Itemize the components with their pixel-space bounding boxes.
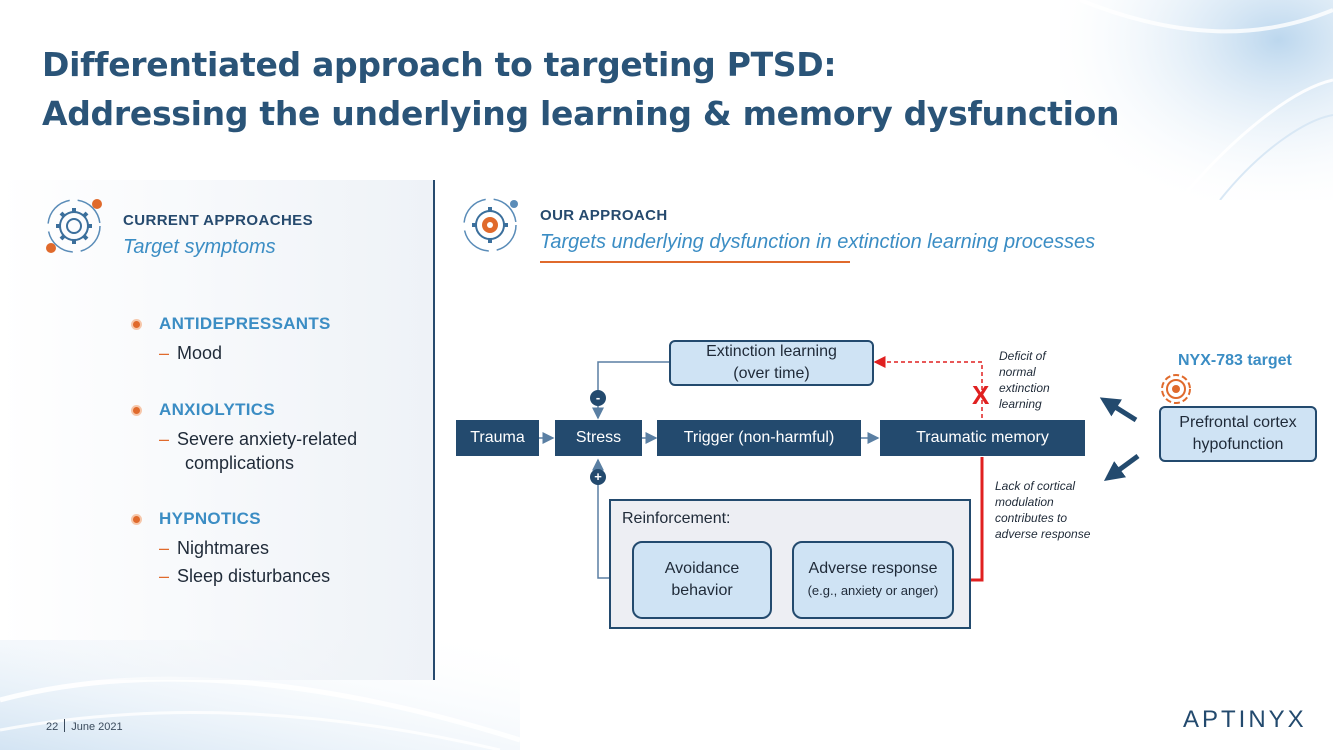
gear-icon [46,199,102,253]
slide-footer: 22 June 2021 [46,719,123,733]
list-item-label: Sleep disturbances [177,566,331,586]
stress-box: Stress [555,420,642,456]
list-item: –Nightmares [159,538,270,558]
extinction-line-1: Extinction learning [706,343,837,360]
our-approach-subtitle: Targets underlying dysfunction in extinc… [540,231,1096,253]
current-approaches-subtitle: Target symptoms [123,236,276,258]
prefrontal-line-1: Prefrontal cortex [1179,414,1297,431]
group-heading-anxiolytics: ANXIOLYTICS [159,400,276,419]
footer-separator [64,719,66,732]
list-item-continuation: complications [185,453,295,473]
nyx-783-target-label: NYX-783 target [1178,352,1292,369]
list-item-label: Nightmares [177,538,270,558]
current-approaches-panel [0,180,434,680]
plus-sign: + [590,469,606,485]
list-item: –Mood [159,343,223,363]
deficit-x-mark: X [972,380,990,410]
list-item-label: Mood [177,343,223,363]
adverse-line-1: Adverse response [808,560,938,577]
deficit-note: Deficit of normal extinction learning [999,349,1050,411]
list-item: –Sleep disturbances [159,566,331,586]
our-approach-label: OUR APPROACH [540,207,668,224]
avoidance-line-1: Avoidance [664,560,740,577]
slide-date: June 2021 [71,721,123,733]
bullet-icon [131,514,142,525]
aptinyx-logo: APTINYX [1183,706,1307,733]
title-line-1: Differentiated approach to targeting PTS… [42,45,837,84]
adverse-response-box: Adverse response (e.g., anxiety or anger… [792,541,954,619]
group-heading-hypnotics: HYPNOTICS [159,509,261,528]
slide-title: Differentiated approach to targeting PTS… [42,40,1142,138]
lack-of-modulation-note: Lack of cortical modulation contributes … [995,479,1091,541]
list-item: –Severe anxiety-related [159,429,358,449]
avoidance-behavior-box: Avoidance behavior [632,541,772,619]
reinforcement-label: Reinforcement: [622,510,731,527]
target-gear-icon [463,198,518,252]
extinction-line-2: (over time) [733,365,810,382]
group-heading-antidepressants: ANTIDEPRESSANTS [159,314,331,333]
page-number: 22 [46,721,59,733]
column-divider [433,180,435,680]
current-approaches-label: CURRENT APPROACHES [123,212,313,229]
title-line-2: Addressing the underlying learning & mem… [42,94,1120,133]
trauma-box: Trauma [456,420,539,456]
list-item-label: Severe anxiety-related [177,429,358,449]
neuron-target-icon [1161,374,1191,404]
prefrontal-line-2: hypofunction [1192,436,1284,453]
trigger-box: Trigger (non-harmful) [657,420,861,456]
adverse-line-2: (e.g., anxiety or anger) [807,583,939,598]
subtitle-underline [540,261,850,263]
bullet-icon [131,319,142,330]
traumatic-memory-box: Traumatic memory [880,420,1085,456]
prefrontal-cortex-box: Prefrontal cortex hypofunction [1159,406,1317,462]
avoidance-line-2: behavior [671,582,733,599]
decorative-swoosh-top-right [1060,0,1333,200]
extinction-learning-box: Extinction learning (over time) [669,340,874,386]
bullet-icon [131,405,142,416]
minus-sign: - [590,390,606,406]
